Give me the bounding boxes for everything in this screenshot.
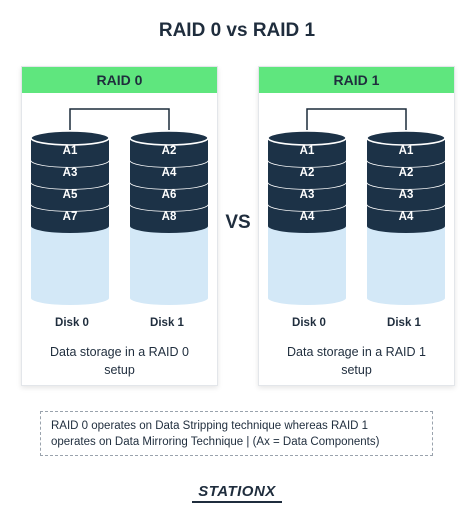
- disk-block-label: A4: [300, 211, 315, 223]
- disk-block-label: A7: [63, 211, 78, 223]
- disk-block-label: A4: [162, 167, 177, 179]
- disk-block-label: A1: [63, 145, 78, 157]
- disk-block-label: A2: [162, 145, 177, 157]
- disk-block-label: A1: [399, 145, 414, 157]
- disk-segment-top: [129, 130, 209, 146]
- disk-block-label: A5: [63, 189, 78, 201]
- raid0-caption: Data storage in a RAID 0 setup: [22, 343, 217, 379]
- raid0-disk1-label: Disk 1: [150, 317, 184, 329]
- info-note-line1: RAID 0 operates on Data Stripping techni…: [51, 420, 369, 432]
- disk-connector-line: [69, 108, 170, 130]
- disk-base: [31, 291, 109, 305]
- raid1-caption-line2: setup: [341, 363, 372, 377]
- disk-block-label: A3: [63, 167, 78, 179]
- disk-segment-top: [30, 130, 110, 146]
- raid0-disk0-label: Disk 0: [55, 317, 89, 329]
- disk-segment-top: [267, 130, 347, 146]
- disk-block-label: A4: [399, 211, 414, 223]
- disk-block-label: A2: [399, 167, 414, 179]
- stationx-logo: STATIONX: [0, 483, 474, 503]
- disk-base: [268, 291, 346, 305]
- stationx-logo-text: STATIONX: [192, 483, 282, 503]
- disk-empty-space: [130, 226, 208, 298]
- disk-block-label: A8: [162, 211, 177, 223]
- disk-empty-space: [268, 226, 346, 298]
- disk-empty-space: [31, 226, 109, 298]
- info-note-line2: operates on Data Mirroring Technique | (…: [51, 436, 380, 448]
- vs-label: VS: [225, 212, 251, 233]
- disk-block-label: A1: [300, 145, 315, 157]
- disk-block-label: A3: [399, 189, 414, 201]
- raid1-disk0-label: Disk 0: [292, 317, 326, 329]
- disk-block-label: A2: [300, 167, 315, 179]
- raid0-caption-line2: setup: [104, 363, 135, 377]
- disk-segment-top: [366, 130, 446, 146]
- disk-base: [130, 291, 208, 305]
- raid1-disk1-label: Disk 1: [387, 317, 421, 329]
- raid0-caption-line1: Data storage in a RAID 0: [50, 345, 189, 359]
- raid1-caption-line1: Data storage in a RAID 1: [287, 345, 426, 359]
- disk-base: [367, 291, 445, 305]
- disk-block-label: A6: [162, 189, 177, 201]
- raid1-header: RAID 1: [259, 67, 454, 93]
- disk-connector-line: [306, 108, 407, 130]
- page-title: RAID 0 vs RAID 1: [158, 20, 316, 41]
- raid1-caption: Data storage in a RAID 1 setup: [259, 343, 454, 379]
- disk-empty-space: [367, 226, 445, 298]
- raid0-header: RAID 0: [22, 67, 217, 93]
- info-note: RAID 0 operates on Data Stripping techni…: [40, 411, 433, 456]
- disk-block-label: A3: [300, 189, 315, 201]
